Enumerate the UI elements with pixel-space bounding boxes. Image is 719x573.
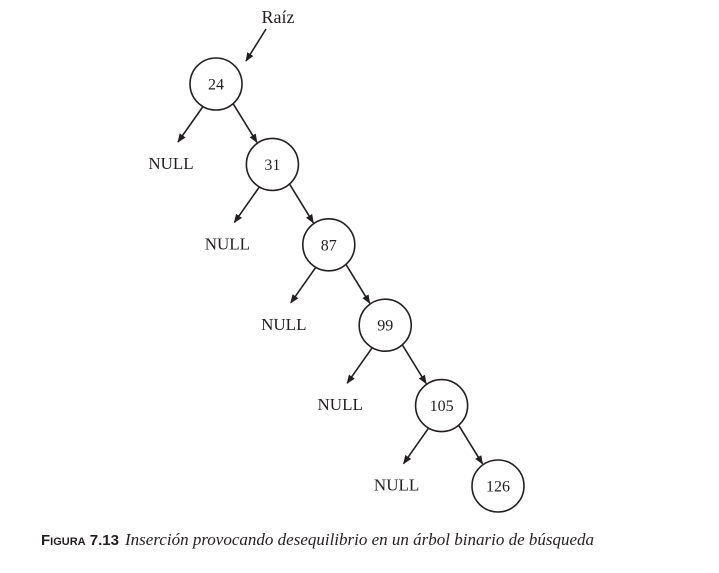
- right-child-arrow: [232, 102, 258, 144]
- node-circle: [414, 378, 469, 433]
- null-label: NULL: [318, 395, 363, 414]
- left-null-arrow: [177, 106, 204, 143]
- node-circle: [301, 218, 356, 272]
- right-child-arrow: [345, 263, 371, 304]
- node-key: 24: [208, 77, 224, 94]
- null-label: NULL: [148, 154, 193, 173]
- tree-layer: NULL NULL NULL NULL NULL 24 31 87 99 105 126: [148, 57, 525, 513]
- right-child-arrow: [457, 424, 484, 465]
- node-circle: [471, 459, 525, 513]
- left-null-arrow: [402, 427, 430, 465]
- figure-caption-text: Inserción provocando desequilibrio en un…: [125, 530, 595, 549]
- node-key: 99: [377, 318, 393, 335]
- tree-node: 87: [301, 218, 356, 272]
- root-label: Raíz: [262, 7, 295, 27]
- left-null-arrow: [290, 266, 317, 304]
- tree-node: 105: [414, 378, 469, 433]
- null-label: NULL: [205, 234, 250, 253]
- right-child-arrow: [288, 183, 314, 224]
- node-circle: [189, 57, 243, 111]
- node-key: 105: [430, 398, 454, 415]
- null-label: NULL: [374, 476, 419, 495]
- node-key: 126: [486, 479, 510, 496]
- root-pointer-arrow: [245, 28, 267, 62]
- node-circle: [245, 137, 300, 192]
- left-null-arrow: [346, 347, 373, 384]
- left-null-arrow: [233, 186, 261, 224]
- node-key: 31: [264, 157, 280, 174]
- tree-node: 99: [358, 298, 413, 353]
- null-label: NULL: [261, 315, 306, 334]
- right-child-arrow: [401, 344, 427, 385]
- node-circle: [358, 298, 413, 353]
- tree-node: 31: [245, 137, 300, 192]
- node-key: 87: [321, 237, 337, 254]
- figure-number: Figura 7.13: [41, 532, 119, 549]
- figure-caption: Figura 7.13 Inserción provocando desequil…: [41, 530, 594, 550]
- tree-node: 126: [471, 459, 525, 513]
- tree-node: 24: [189, 57, 243, 111]
